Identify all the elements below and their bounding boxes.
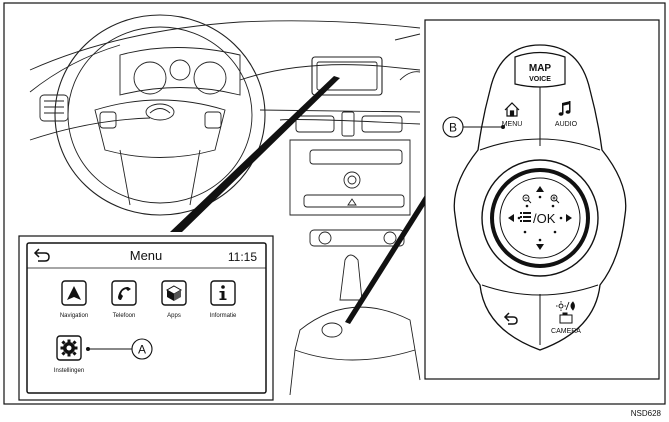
zoom-out-icon <box>522 194 532 204</box>
navigation-arrow-icon <box>67 286 81 300</box>
menu-button[interactable]: MENU <box>502 102 523 128</box>
apps-button[interactable]: Apps <box>161 280 187 319</box>
control-dial[interactable]: /OK <box>481 159 599 277</box>
camera-icon <box>559 312 573 324</box>
zoom-in-icon <box>550 194 560 204</box>
back-arrow-icon <box>503 312 518 325</box>
controller-panel: MAP VOICE MENU AUDIO B <box>424 19 660 380</box>
map-voice-button[interactable]: MAP VOICE <box>514 51 566 88</box>
dashboard-illustration <box>29 14 421 396</box>
map-label: MAP <box>529 63 552 74</box>
audio-button[interactable]: AUDIO <box>555 101 578 128</box>
info-button[interactable]: Informatie <box>210 280 237 319</box>
camera-label: CAMERA <box>551 328 581 335</box>
day-night-icon <box>556 301 575 311</box>
callout-b: B <box>449 121 457 135</box>
phone-icon <box>118 287 131 300</box>
settings-button[interactable]: Instellingen <box>54 335 84 374</box>
phone-button[interactable]: Telefoon <box>111 280 137 319</box>
ok-label: /OK <box>533 211 556 226</box>
figure-code: NSD628 <box>631 409 662 418</box>
navigation-label: Navigation <box>60 313 88 319</box>
apps-label: Apps <box>167 313 181 319</box>
apps-cube-icon <box>165 285 183 301</box>
phone-label: Telefoon <box>113 313 136 319</box>
up-arrow-icon <box>536 186 544 192</box>
menu-screen-panel: Menu 11:15 Navigation Telefoon Apps <box>18 235 274 401</box>
clock: 11:15 <box>228 250 257 264</box>
home-icon <box>504 102 520 117</box>
navigation-button[interactable]: Navigation <box>60 280 88 319</box>
leader-to-screen <box>170 76 340 232</box>
menu-label: MENU <box>502 121 523 128</box>
settings-label: Instellingen <box>54 368 84 374</box>
settings-gear-icon <box>60 339 78 357</box>
voice-label: VOICE <box>529 76 551 83</box>
leader-to-controller <box>345 195 425 324</box>
down-arrow-icon <box>536 244 544 250</box>
callout-a-circle <box>131 338 153 360</box>
figure-frame <box>3 2 666 405</box>
camera-button[interactable]: CAMERA <box>551 301 581 335</box>
callout-a: A <box>138 343 146 357</box>
menu-title: Menu <box>130 248 163 263</box>
back-arrow-icon[interactable] <box>33 248 50 262</box>
right-arrow-icon <box>566 214 572 222</box>
audio-label: AUDIO <box>555 121 578 128</box>
list-icon <box>520 212 531 222</box>
music-note-icon <box>558 101 571 116</box>
back-button[interactable] <box>503 312 518 325</box>
info-label: Informatie <box>210 313 237 319</box>
menu-screen <box>26 242 267 394</box>
left-arrow-icon <box>508 214 514 222</box>
info-icon <box>219 285 227 300</box>
